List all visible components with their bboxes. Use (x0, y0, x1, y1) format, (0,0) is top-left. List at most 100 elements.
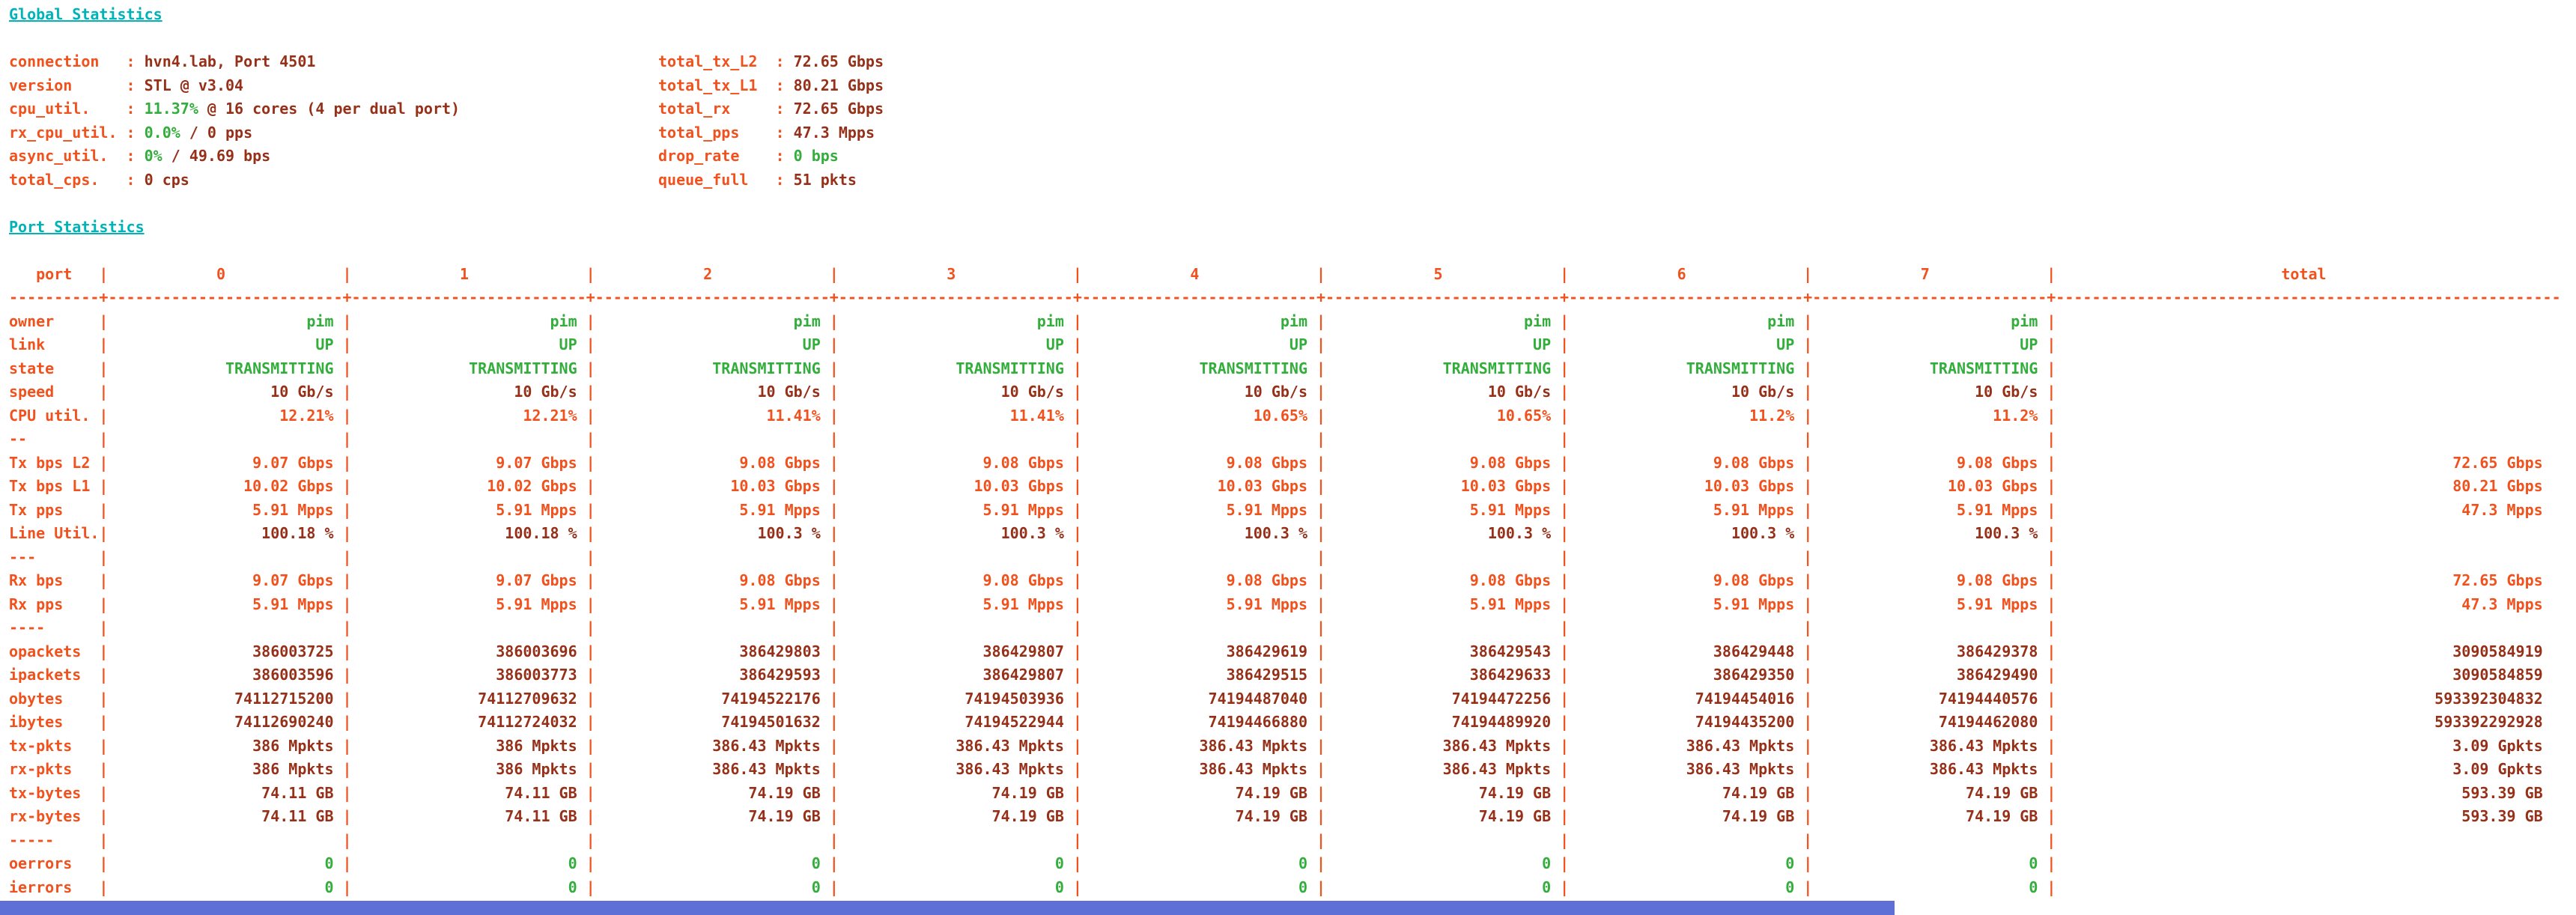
column-pipe: | (2038, 500, 2056, 519)
row-label-link: link | (9, 335, 109, 353)
cell-tx-bps-l2-port0: 9.07 Gbps (108, 453, 334, 472)
global-stat-label-drop-rate: drop_rate : (657, 147, 794, 165)
port-column-header-label: port | (9, 264, 109, 283)
column-pipe: | (1307, 453, 1326, 472)
cell-state-port2: TRANSMITTING (595, 359, 821, 377)
column-pipe: | (1551, 406, 1570, 425)
cell-tx-bps-l1-total: 80.21 Gbps (2056, 477, 2543, 495)
cell-rx-pps-total: 47.3 Mpps (2056, 595, 2543, 613)
cell-tx-bps-l1-port4: 10.03 Gbps (1081, 477, 1307, 495)
cell-state-port0: TRANSMITTING (108, 359, 334, 377)
cell-rx-bps-port7: 9.08 Gbps (1812, 571, 2038, 589)
column-pipe: | (820, 878, 839, 896)
cell-tx-bps-l1-port7: 10.03 Gbps (1812, 477, 2038, 495)
cell-tx-bytes-port7: 74.19 GB (1812, 783, 2038, 802)
cell-rx-bytes-port2: 74.19 GB (595, 807, 821, 825)
column-pipe: | (1794, 477, 1813, 495)
column-pipe: | (577, 689, 595, 708)
cell-tx-bytes-total: 593.39 GB (2056, 783, 2543, 802)
column-pipe: | (820, 406, 839, 425)
cell-obytes-port5: 74194472256 (1325, 689, 1552, 708)
cell-obytes-port1: 74112709632 (351, 689, 577, 708)
column-pipe: | (1063, 642, 1082, 660)
column-pipe: | (820, 760, 839, 778)
column-pipe: | (1794, 453, 1813, 472)
cell-obytes-port6: 74194454016 (1569, 689, 1795, 708)
port-column-header-4: 4 | (1081, 264, 1325, 283)
column-pipe: | (1794, 666, 1813, 684)
global-stat-label-total-cps: total_cps. : (9, 170, 145, 189)
cell-link-port1: UP (351, 335, 577, 353)
global-stat-value-total-tx-l2: 72.65 Gbps (793, 52, 884, 70)
cell-cpu-util-port3: 11.41% (838, 406, 1064, 425)
cell-ierrors-port1: 0 (351, 878, 577, 896)
global-stats-row: cpu_util. : 11.37% @ 16 cores (4 per dua… (9, 97, 2576, 121)
cell-tx-bytes-port6: 74.19 GB (1569, 783, 1795, 802)
column-pipe: | (351, 618, 595, 636)
column-pipe: | (577, 642, 595, 660)
column-spacer (270, 147, 658, 165)
column-pipe: | (1307, 500, 1326, 519)
cell-ierrors-port4: 0 (1081, 878, 1307, 896)
cell-ibytes-port3: 74194522944 (838, 713, 1064, 731)
column-pipe: | (1569, 547, 1813, 566)
cell-state-port5: TRANSMITTING (1325, 359, 1552, 377)
row-label-rx-bps: Rx bps | (9, 571, 109, 589)
column-pipe: | (1325, 430, 1570, 448)
column-pipe: | (1081, 547, 1325, 566)
cell-rx-bytes-port0: 74.11 GB (108, 807, 334, 825)
column-pipe: | (1551, 500, 1570, 519)
cell-rx-pps-port0: 5.91 Mpps (108, 595, 334, 613)
global-stat-value-connection: hvn4.lab, Port 4501 (144, 52, 316, 70)
row-label-tx-pkts: tx-pkts | (9, 736, 109, 755)
column-pipe: | (1307, 595, 1326, 613)
port-column-header-0: 0 | (108, 264, 352, 283)
column-pipe: | (838, 547, 1082, 566)
column-pipe: | (1063, 807, 1082, 825)
cell-tx-bps-l1-port3: 10.03 Gbps (838, 477, 1064, 495)
cell-line-util-port5: 100.3 % (1325, 524, 1552, 542)
column-pipe: | (1307, 359, 1326, 377)
cell-cpu-util-port1: 12.21% (351, 406, 577, 425)
cell-link-port0: UP (108, 335, 334, 353)
cell-tx-pps-port6: 5.91 Mpps (1569, 500, 1795, 519)
table-row-owner: owner | pim | pim | pim | pim | pim | pi… (9, 310, 2576, 334)
cell-ibytes-port0: 74112690240 (108, 713, 334, 731)
column-pipe: | (333, 666, 352, 684)
cell-tx-bps-l1-port5: 10.03 Gbps (1325, 477, 1552, 495)
cell-ierrors-port3: 0 (838, 878, 1064, 896)
column-pipe: | (1794, 500, 1813, 519)
cell-rx-bytes-port6: 74.19 GB (1569, 807, 1795, 825)
cell-tx-bps-l2-port1: 9.07 Gbps (351, 453, 577, 472)
column-pipe: | (1794, 736, 1813, 755)
cell-link-port6: UP (1569, 335, 1795, 353)
column-spacer (252, 124, 658, 142)
cell-rx-pkts-port0: 386 Mpkts (108, 760, 334, 778)
column-pipe: | (2038, 477, 2056, 495)
cell-tx-bps-l1-port2: 10.03 Gbps (595, 477, 821, 495)
cell-rx-pkts-port5: 386.43 Mpkts (1325, 760, 1552, 778)
column-pipe: | (820, 689, 839, 708)
column-pipe: | (1794, 571, 1813, 589)
global-statistics-block: connection : hvn4.lab, Port 4501 total_t… (9, 50, 2576, 192)
column-pipe: | (333, 689, 352, 708)
cell-obytes-port3: 74194503936 (838, 689, 1064, 708)
column-pipe: | (1551, 878, 1570, 896)
column-pipe: | (1081, 830, 1325, 849)
column-pipe: | (820, 359, 839, 377)
global-stat-value-cpu-util: 11.37% (144, 100, 198, 118)
global-stats-row: rx_cpu_util. : 0.0% / 0 pps total_pps : … (9, 121, 2576, 145)
cell-obytes-total: 593392304832 (2056, 689, 2543, 708)
cell-line-util-port0: 100.18 % (108, 524, 334, 542)
column-pipe: | (1569, 618, 1813, 636)
row-label-opackets: opackets | (9, 642, 109, 660)
cell-tx-pkts-port1: 386 Mpkts (351, 736, 577, 755)
column-pipe: | (577, 524, 595, 542)
column-pipe: | (1063, 760, 1082, 778)
cell-rx-bytes-port5: 74.19 GB (1325, 807, 1552, 825)
cell-tx-pps-port4: 5.91 Mpps (1081, 500, 1307, 519)
column-pipe: | (1551, 477, 1570, 495)
column-pipe: | (838, 618, 1082, 636)
global-stat-label-total-tx-l2: total_tx_L2 : (657, 52, 794, 70)
column-pipe: | (333, 854, 352, 872)
